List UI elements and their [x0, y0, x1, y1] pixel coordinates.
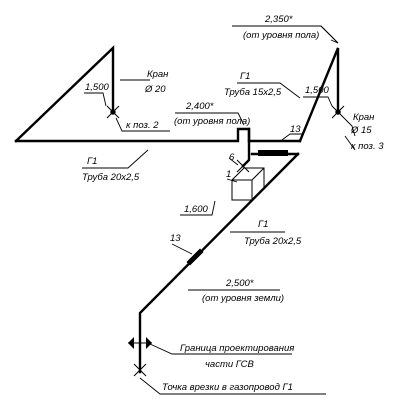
ref-pos-2: к поз. 2	[126, 120, 159, 131]
pipe-top-name: Г1	[240, 71, 250, 82]
pipe-top-run	[247, 47, 340, 143]
position-1: 1	[226, 169, 231, 180]
boundary-mark	[128, 337, 152, 349]
valve-left-diameter: Ø 20	[144, 84, 166, 95]
elevation-mid-value: 2,400*	[185, 101, 214, 112]
position-6: 6	[229, 152, 235, 163]
boundary-label-line1: Граница проектирования	[180, 343, 294, 354]
valve-6-icon	[236, 159, 250, 173]
pipe-main-diagonal	[138, 152, 300, 374]
valve-right-icon	[331, 105, 345, 119]
position-13-top: 13	[290, 124, 301, 135]
valve-right-diameter: Ø 15	[350, 125, 372, 136]
pipe-left-spec: Труба 20х2,5	[82, 172, 140, 183]
valve-right-name: Кран	[353, 112, 375, 123]
elevation-right-value: 1,500	[305, 85, 329, 96]
elevation-top-note: (от уровня пола)	[243, 30, 319, 41]
elevation-mid-note: (от уровня пола)	[174, 116, 250, 127]
pipe-mid-name: Г1	[258, 219, 268, 230]
ref-pos-3: к поз. 3	[351, 141, 384, 152]
sleeve-bottom-icon	[186, 248, 204, 266]
pipe-top-spec: Труба 15х2,5	[224, 87, 282, 98]
meter-box	[231, 167, 265, 201]
position-13-bottom: 13	[170, 233, 181, 244]
boundary-label-line2: части ГСВ	[205, 359, 254, 370]
sleeve-top-icon	[258, 150, 288, 156]
valve-tie-in-icon	[133, 363, 147, 377]
elevation-top-value: 2,350*	[264, 14, 293, 25]
tie-in-label: Точка врезки в газопровод Г1	[162, 382, 293, 393]
pipe-left-branch	[14, 45, 302, 143]
elevation-meter-value: 1,600	[184, 204, 208, 215]
pipe-drop	[241, 139, 251, 168]
leader-lines	[82, 25, 356, 395]
elevation-ground-note: (от уровня земли)	[202, 293, 284, 304]
pipe-network	[14, 45, 340, 374]
pipe-mid-spec: Труба 20х2,5	[244, 236, 302, 247]
valve-left-icon	[106, 105, 120, 119]
elevation-ground-value: 2,500*	[225, 278, 254, 289]
valve-left-name: Кран	[147, 69, 169, 80]
pipe-left-name: Г1	[87, 156, 97, 167]
elevation-left-value: 1,500	[85, 82, 109, 93]
